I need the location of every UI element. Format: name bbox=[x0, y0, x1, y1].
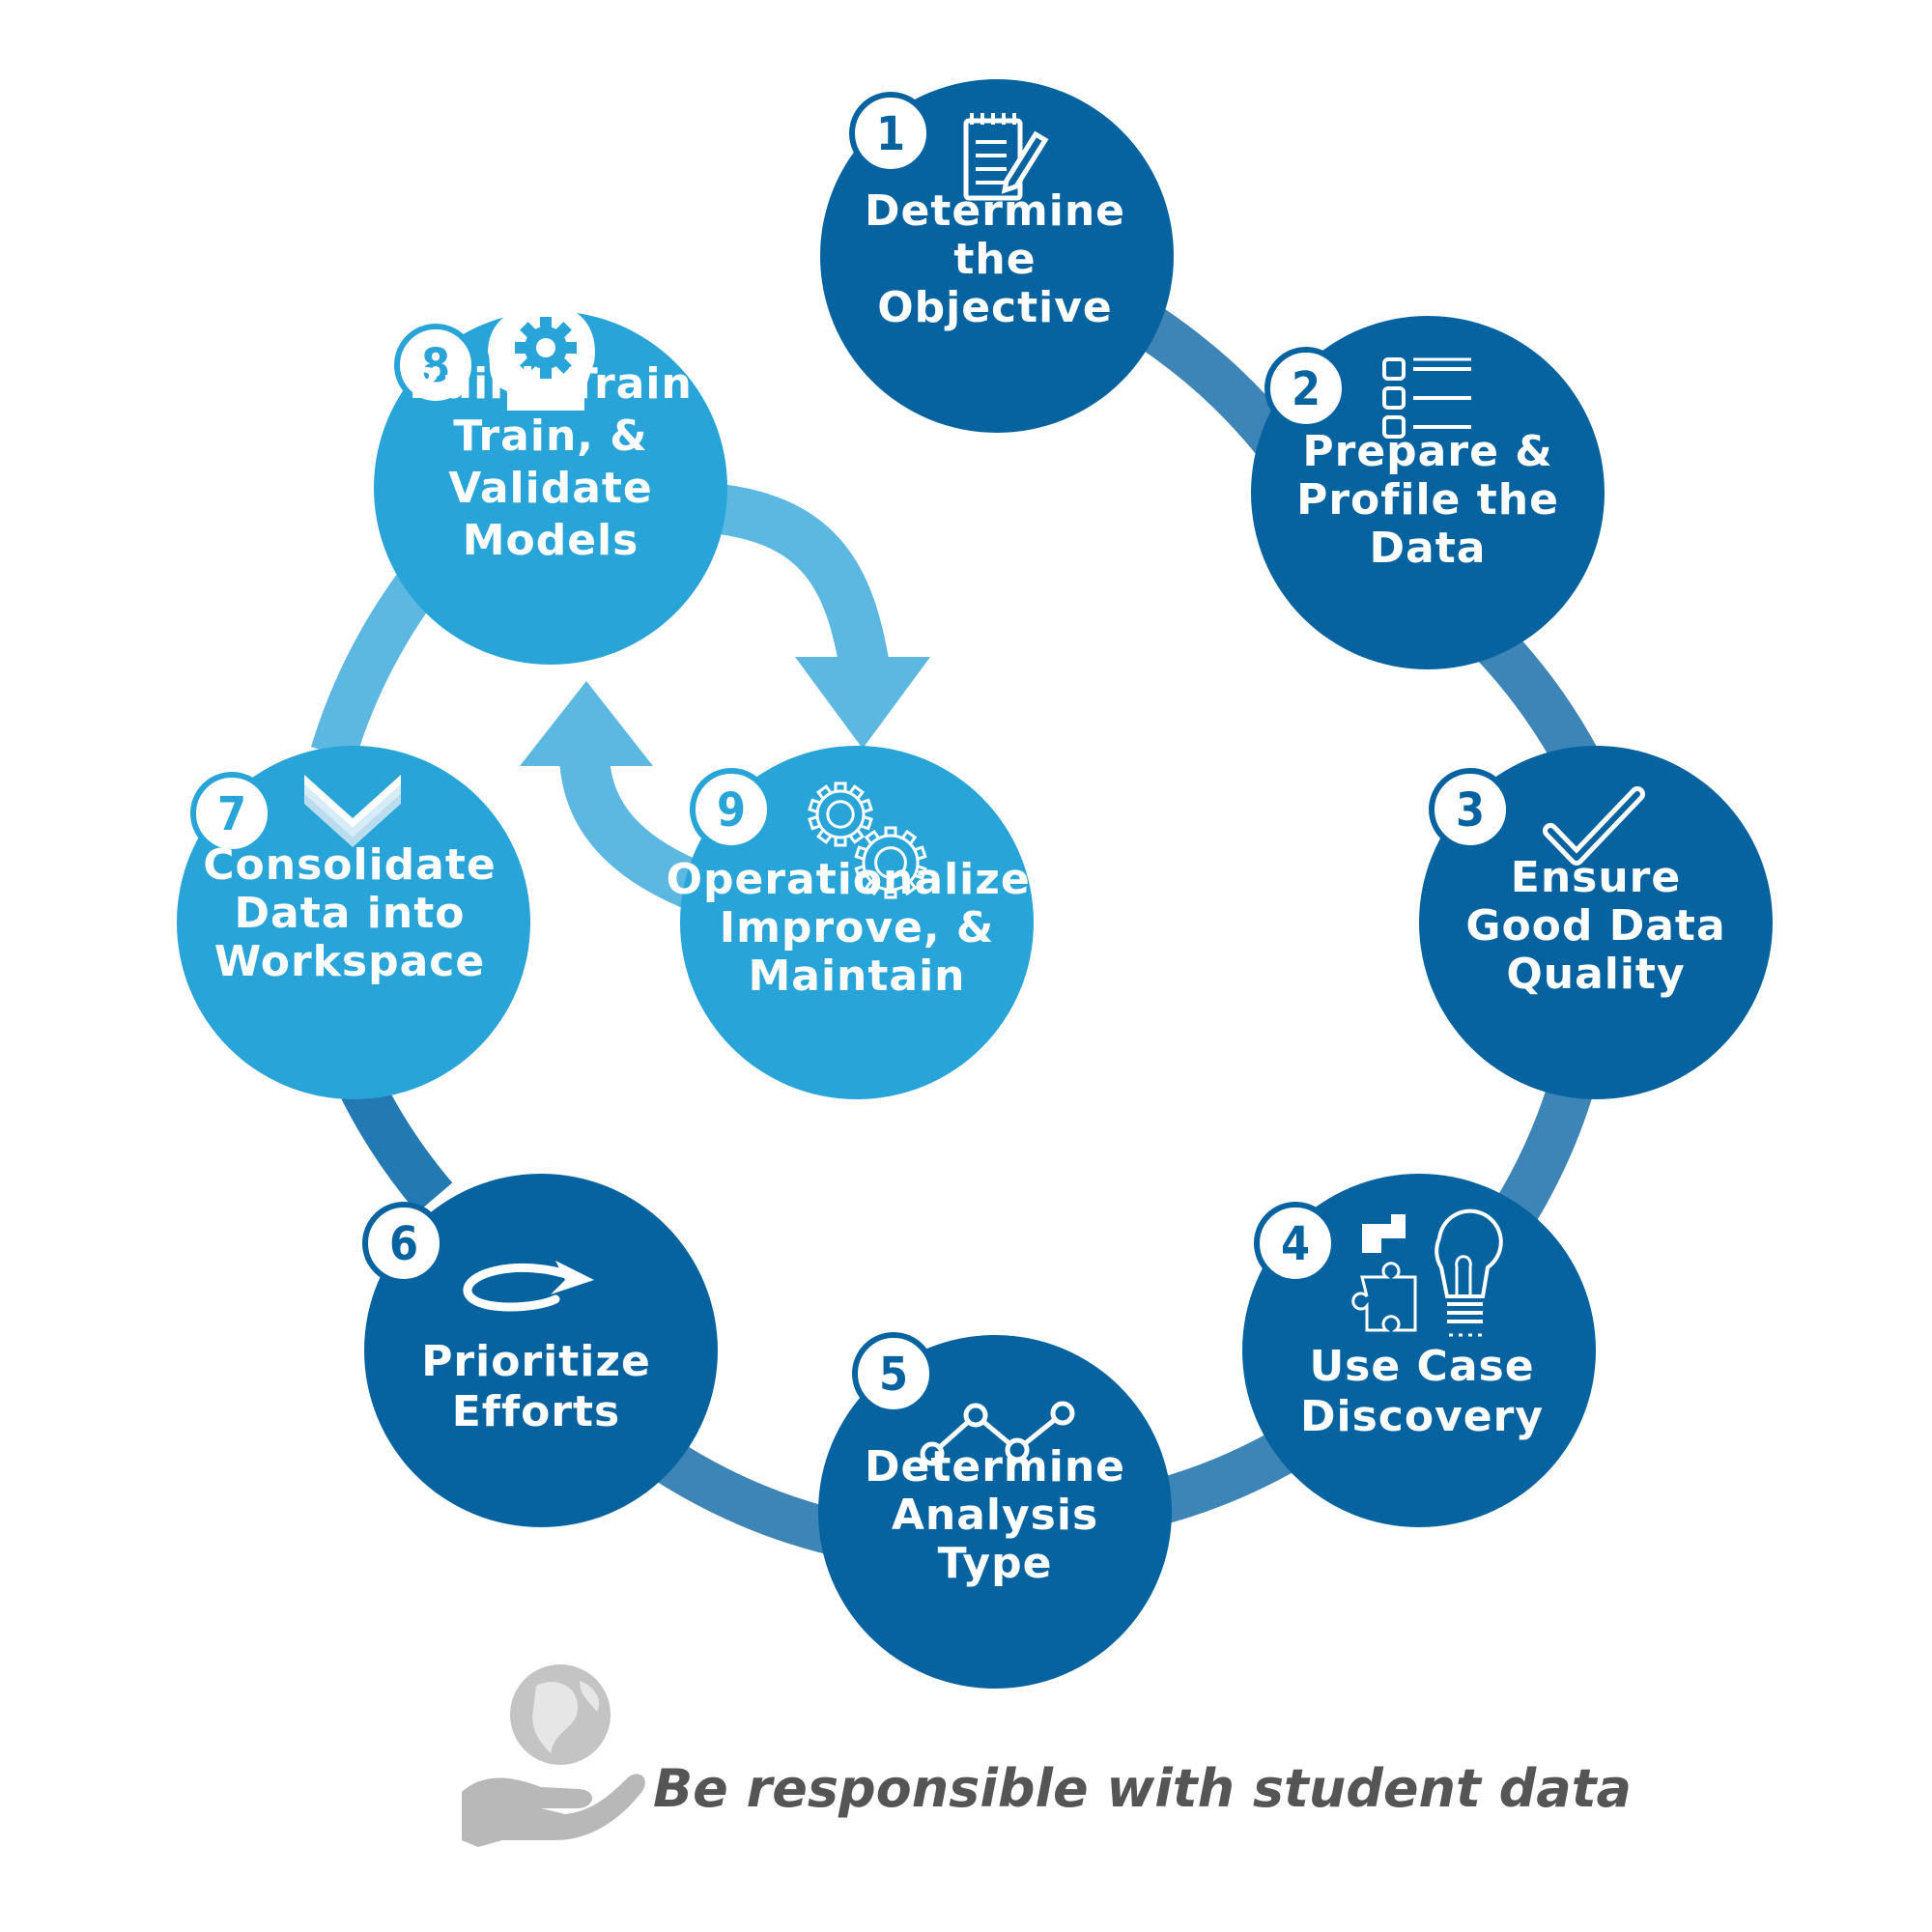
line-graph-icon bbox=[920, 1401, 1075, 1466]
step-number: 7 bbox=[217, 787, 246, 841]
step-label-line: the bbox=[953, 235, 1036, 284]
step-number-badge: 4 bbox=[1254, 1202, 1337, 1285]
notepad-pencil-icon bbox=[963, 113, 1049, 201]
step-number-badge: 2 bbox=[1264, 347, 1348, 430]
step-label-line: Models bbox=[463, 516, 639, 565]
step-label-line: Consolidate bbox=[203, 840, 497, 890]
step-circle bbox=[680, 746, 1034, 1099]
step-number-badge: 3 bbox=[1429, 768, 1512, 851]
step-number: 5 bbox=[879, 1348, 908, 1402]
step-label-line: Build, Train bbox=[409, 359, 693, 409]
loop-arrowhead-up bbox=[520, 681, 653, 766]
step-label-line: Analysis bbox=[892, 1491, 1098, 1540]
inner-loop-arrows bbox=[520, 484, 930, 918]
stacked-chevrons-icon bbox=[304, 775, 401, 847]
step-label-line: Data into bbox=[235, 889, 466, 938]
step-label-line: Discovery bbox=[1300, 1392, 1544, 1441]
step-number: 3 bbox=[1456, 783, 1485, 838]
gears-icon bbox=[808, 781, 927, 899]
step-circle bbox=[374, 311, 727, 665]
step-circle bbox=[364, 1174, 718, 1527]
curved-arrow-icon bbox=[463, 1261, 594, 1312]
checkmark-icon bbox=[1543, 786, 1645, 866]
step-circle bbox=[1419, 746, 1773, 1099]
head-gear-icon bbox=[488, 303, 595, 411]
step-label-line: Prioritize bbox=[421, 1337, 651, 1386]
step-label-line: Profile the bbox=[1296, 475, 1559, 525]
step-label-line: Good Data bbox=[1465, 901, 1725, 951]
checklist-icon bbox=[1382, 357, 1471, 439]
step-label-line: Determine bbox=[865, 186, 1125, 236]
footer: Be responsible with student data bbox=[462, 1664, 1632, 1847]
step-label-line: Prepare & bbox=[1302, 427, 1552, 476]
step-number: 8 bbox=[421, 339, 450, 393]
loop-arrowhead-down bbox=[795, 657, 930, 749]
step-label-line: Ensure bbox=[1511, 853, 1681, 902]
step-number-badge: 8 bbox=[394, 324, 477, 407]
step-label-line: Train, & bbox=[453, 412, 647, 461]
footer-text: Be responsible with student data bbox=[653, 1758, 1632, 1819]
step-label-line: Workspace bbox=[214, 937, 485, 986]
step-label-line: Objective bbox=[877, 283, 1113, 332]
step-number: 2 bbox=[1292, 362, 1321, 416]
step-label-line: Quality bbox=[1506, 950, 1685, 999]
step-label-line: Efforts bbox=[452, 1387, 621, 1436]
loop-arrow-8-to-9 bbox=[716, 484, 890, 671]
step-label-line: Data bbox=[1370, 524, 1487, 573]
step-circle bbox=[818, 1335, 1172, 1689]
puzzle-lightbulb-icon bbox=[1351, 1208, 1503, 1337]
step-label-line: Maintain bbox=[748, 952, 965, 1001]
step-number-badge: 9 bbox=[690, 768, 773, 851]
step-number: 1 bbox=[876, 107, 905, 161]
step-label-line: Operationalize, bbox=[667, 855, 1048, 904]
step-number-badge: 1 bbox=[849, 92, 932, 175]
hand-holding-globe-icon bbox=[462, 1664, 645, 1847]
step-number: 4 bbox=[1281, 1217, 1310, 1271]
step-number: 9 bbox=[717, 783, 746, 838]
step-number-badge: 6 bbox=[362, 1202, 445, 1285]
step-label-line: Determine bbox=[865, 1442, 1125, 1492]
step-number-badge: 7 bbox=[190, 772, 273, 855]
loop-arrow-9-to-8 bbox=[559, 755, 724, 918]
step-label-line: Improve, & bbox=[720, 903, 995, 952]
step-label-line: Validate bbox=[448, 464, 653, 513]
step-label: Operationalize,Improve, &Maintain bbox=[667, 855, 1048, 1001]
step-number-badge: 5 bbox=[852, 1332, 935, 1415]
step-label-line: Type bbox=[938, 1539, 1053, 1588]
step-label-line: Use Case bbox=[1309, 1342, 1534, 1391]
step-number: 6 bbox=[389, 1217, 418, 1271]
